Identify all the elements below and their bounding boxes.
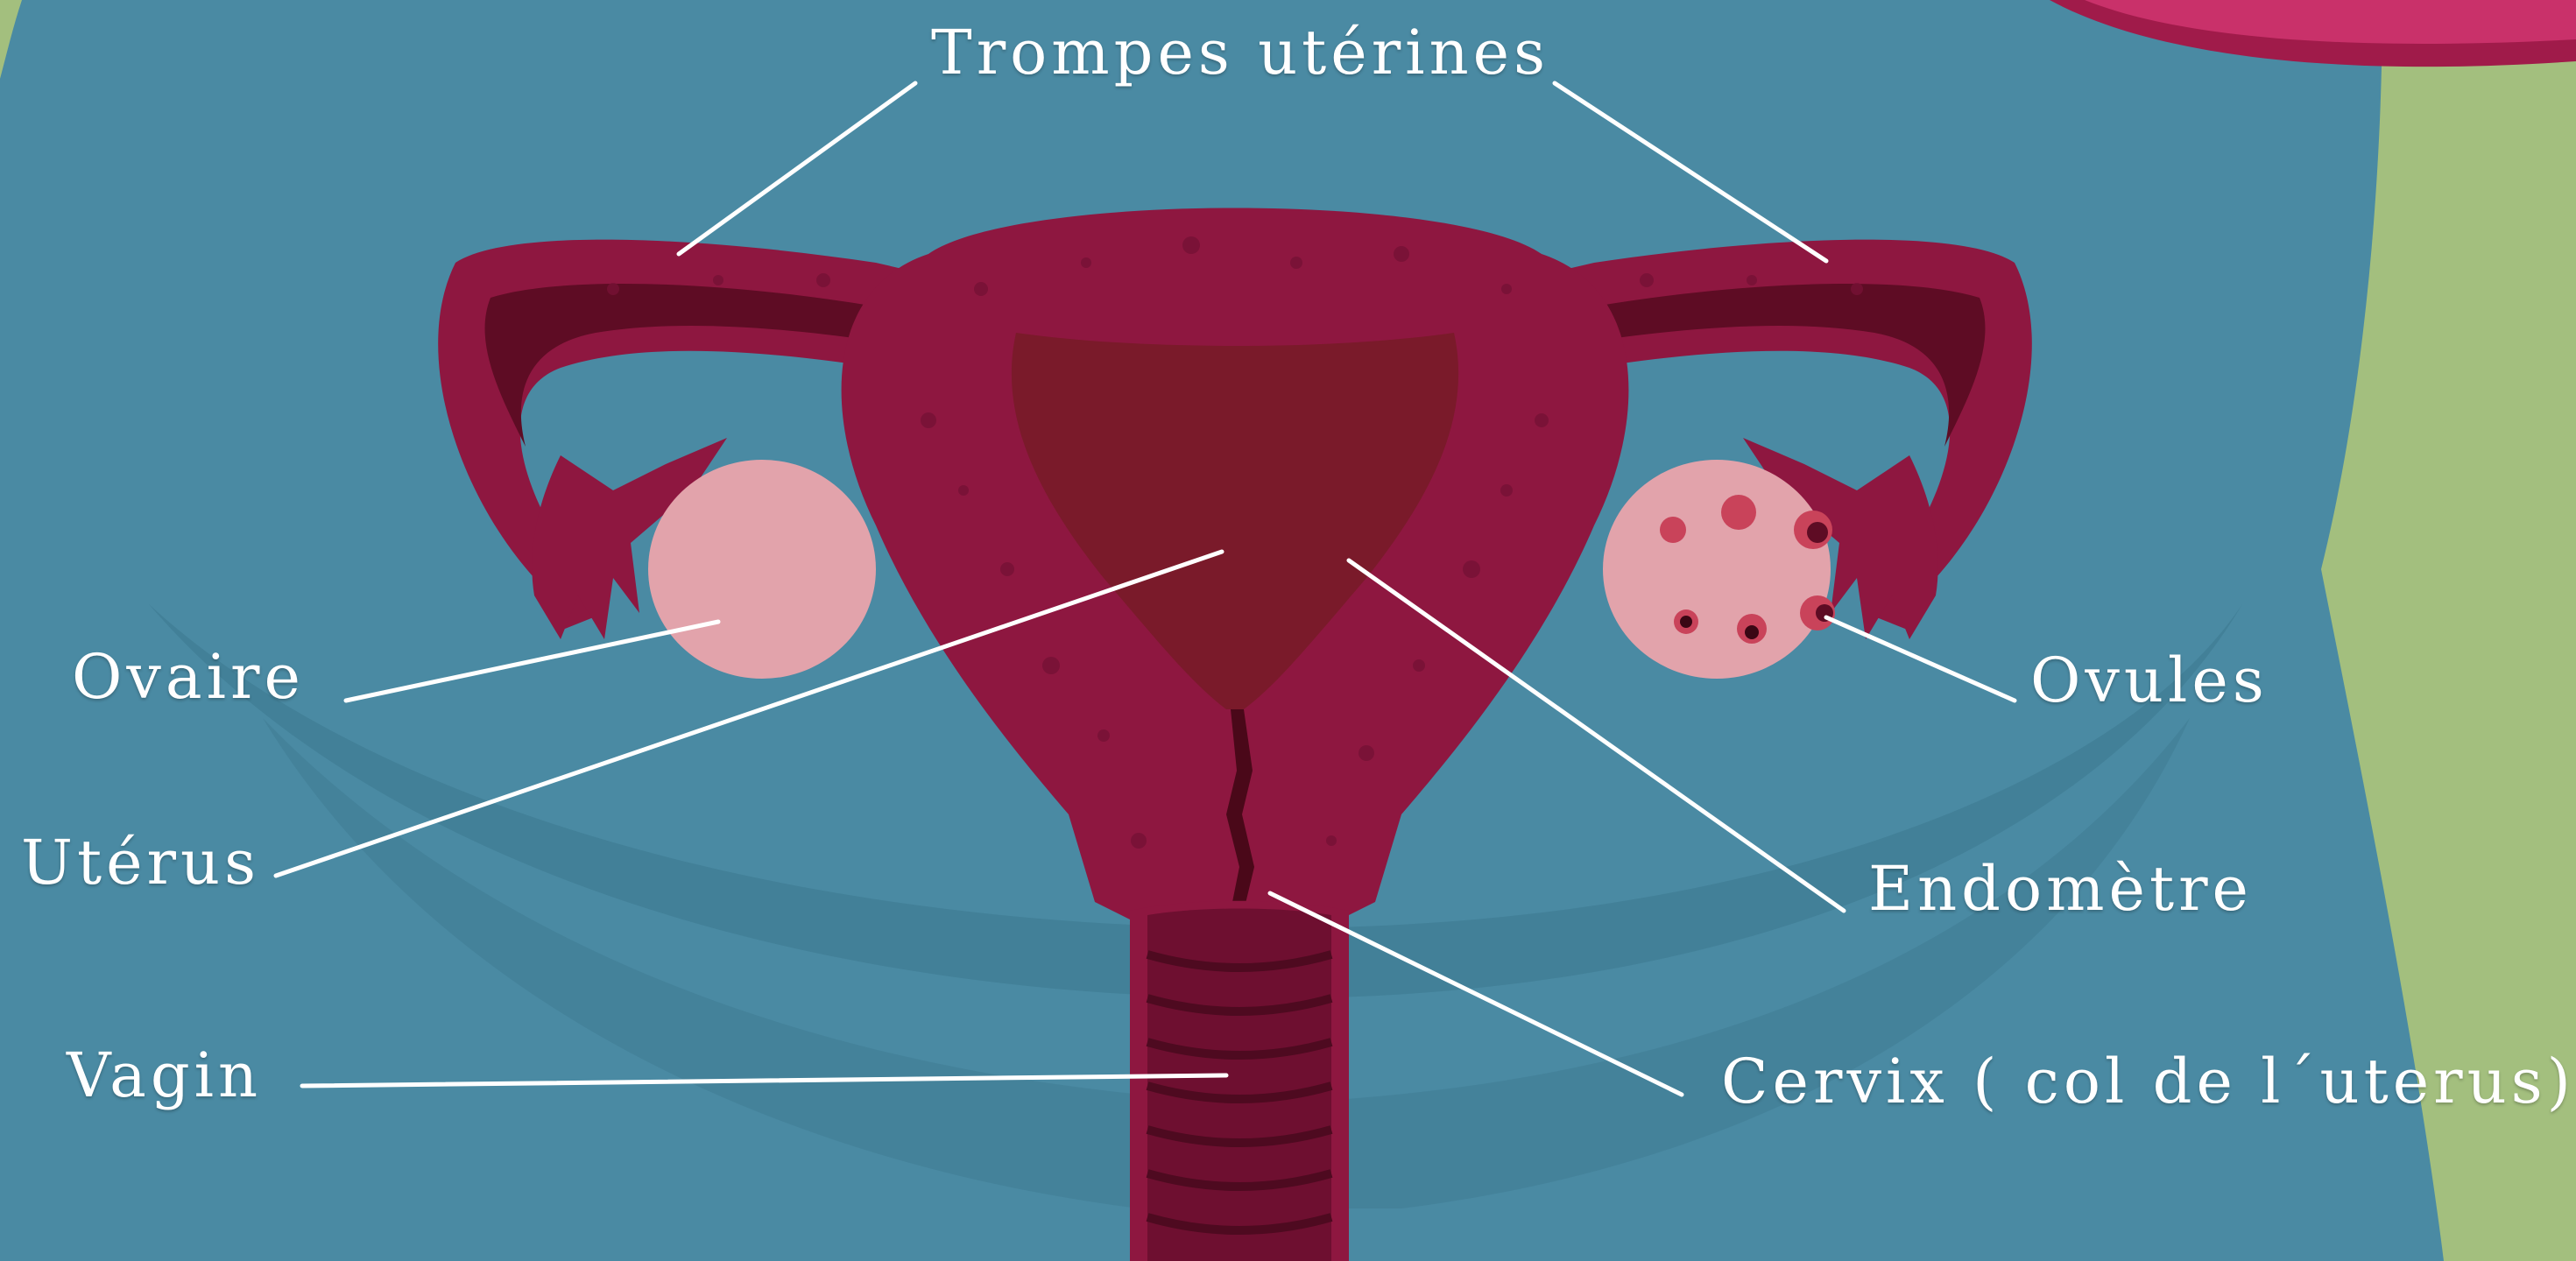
label-uterus: Utérus: [21, 832, 260, 893]
label-ovary: Ovaire: [72, 646, 305, 708]
label-ova: Ovules: [2030, 650, 2269, 711]
ovum-core: [1680, 616, 1692, 628]
ovum-core: [1807, 522, 1828, 543]
label-cervix: Cervix ( col de l´uterus): [1721, 1051, 2575, 1112]
label-endometrium: Endomètre: [1868, 858, 2253, 919]
right-ovary: [1603, 460, 1831, 679]
label-vagina: Vagin: [67, 1045, 262, 1106]
ovum-core: [1745, 625, 1759, 639]
ovum: [1660, 517, 1686, 543]
left-ovary: [648, 460, 876, 679]
label-fallopian-tubes: Trompes utérines: [931, 22, 1549, 83]
ovum: [1721, 495, 1756, 530]
